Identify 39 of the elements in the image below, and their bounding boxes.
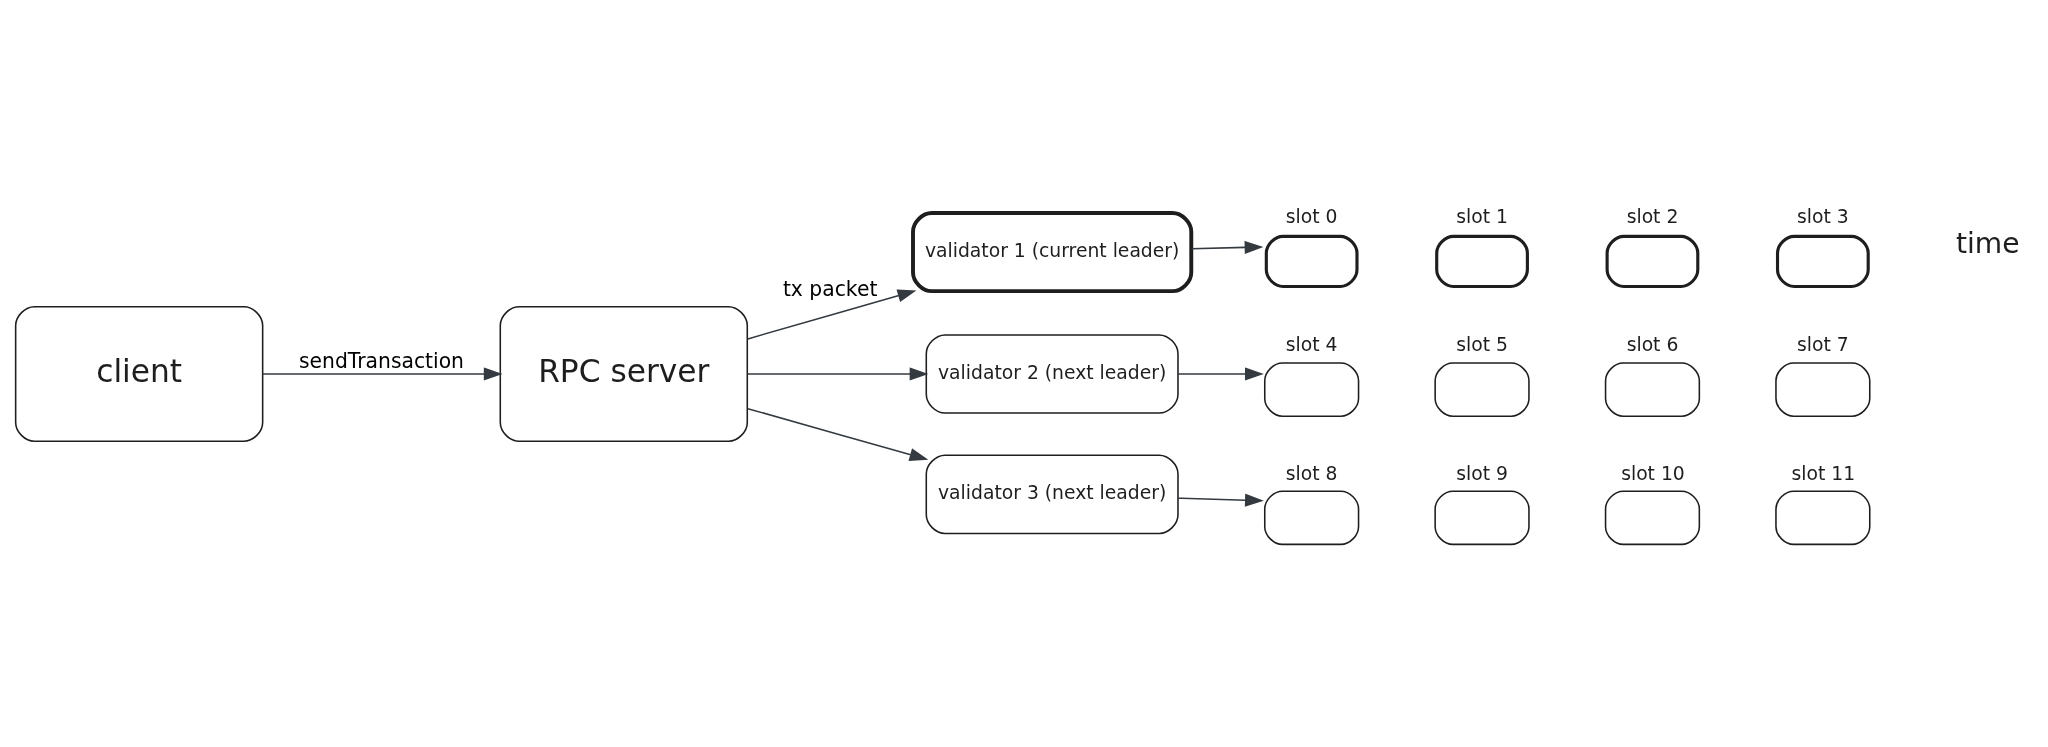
node-label: slot 1 bbox=[1456, 205, 1508, 227]
node-label: slot 9 bbox=[1456, 462, 1508, 484]
arrow bbox=[747, 407, 929, 461]
arrow bbox=[262, 366, 503, 381]
node-box bbox=[1434, 489, 1530, 545]
node-box bbox=[1263, 361, 1360, 417]
arrow bbox=[1177, 366, 1264, 381]
node-box bbox=[1604, 489, 1701, 545]
edge-label: tx packet bbox=[782, 276, 878, 301]
node-box bbox=[1434, 361, 1530, 417]
node-label: slot 0 bbox=[1285, 205, 1338, 227]
node-box bbox=[1604, 361, 1701, 417]
arrow bbox=[1190, 240, 1264, 254]
node-box bbox=[1435, 234, 1529, 288]
label: time bbox=[1956, 226, 2020, 260]
node-label: slot 3 bbox=[1797, 205, 1849, 227]
node-label: slot 4 bbox=[1285, 333, 1338, 355]
edge-label: sendTransaction bbox=[298, 348, 465, 373]
arrow bbox=[747, 288, 917, 340]
node-label: slot 6 bbox=[1626, 333, 1679, 355]
node-box: RPC server bbox=[499, 305, 749, 442]
node-label: slot 8 bbox=[1285, 462, 1338, 484]
node-box: client bbox=[14, 305, 264, 442]
node-label: slot 5 bbox=[1456, 333, 1508, 355]
node-label: slot 11 bbox=[1791, 462, 1856, 484]
node-label: slot 2 bbox=[1626, 205, 1679, 227]
arrow bbox=[1177, 493, 1264, 507]
node-box bbox=[1775, 234, 1870, 288]
node-box bbox=[1264, 234, 1359, 288]
node-label: slot 7 bbox=[1797, 333, 1849, 355]
arrow bbox=[747, 366, 929, 381]
node-box: validator 3 (next leader) bbox=[925, 454, 1179, 534]
node-box bbox=[1605, 234, 1700, 288]
node-box bbox=[1775, 489, 1871, 545]
node-box: validator 1 (current leader) bbox=[911, 210, 1194, 293]
node-box bbox=[1263, 489, 1360, 545]
node-label: slot 10 bbox=[1621, 462, 1685, 484]
node-box: validator 2 (next leader) bbox=[925, 333, 1179, 414]
node-box bbox=[1775, 361, 1871, 417]
